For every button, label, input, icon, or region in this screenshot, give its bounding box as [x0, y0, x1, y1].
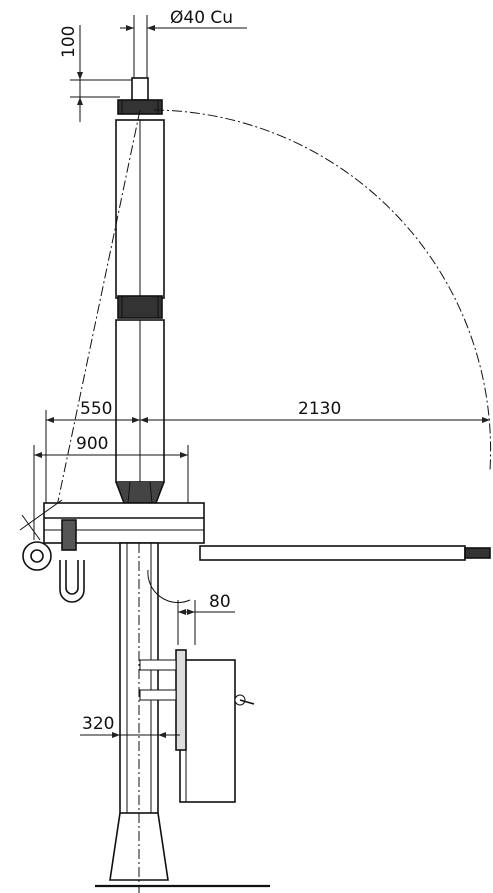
base-frame — [19, 499, 205, 603]
conductor-label: Ø40 Cu — [170, 8, 233, 28]
dim-900-label: 900 — [76, 434, 108, 454]
dimension-900: 900 — [33, 434, 189, 540]
dimension-320: 320 — [80, 714, 180, 738]
middle-flange — [117, 295, 163, 319]
conductor-dimension: Ø40 Cu — [120, 8, 247, 80]
swing-arc — [51, 109, 492, 531]
dimension-550-2130: 550 2130 — [45, 399, 490, 540]
dim-80-label: 80 — [209, 592, 231, 612]
dimension-80: 80 — [177, 592, 235, 645]
dim-2130-label: 2130 — [298, 399, 341, 419]
lower-insulator — [115, 319, 165, 504]
operating-rod — [199, 545, 491, 561]
dim-100-label: 100 — [59, 26, 79, 58]
support-column — [95, 542, 270, 893]
dimension-100: 100 — [59, 25, 134, 122]
drive-mechanism — [139, 649, 255, 803]
upper-insulator — [115, 77, 165, 299]
dim-550-label: 550 — [80, 399, 112, 419]
dim-320-label: 320 — [82, 714, 114, 734]
